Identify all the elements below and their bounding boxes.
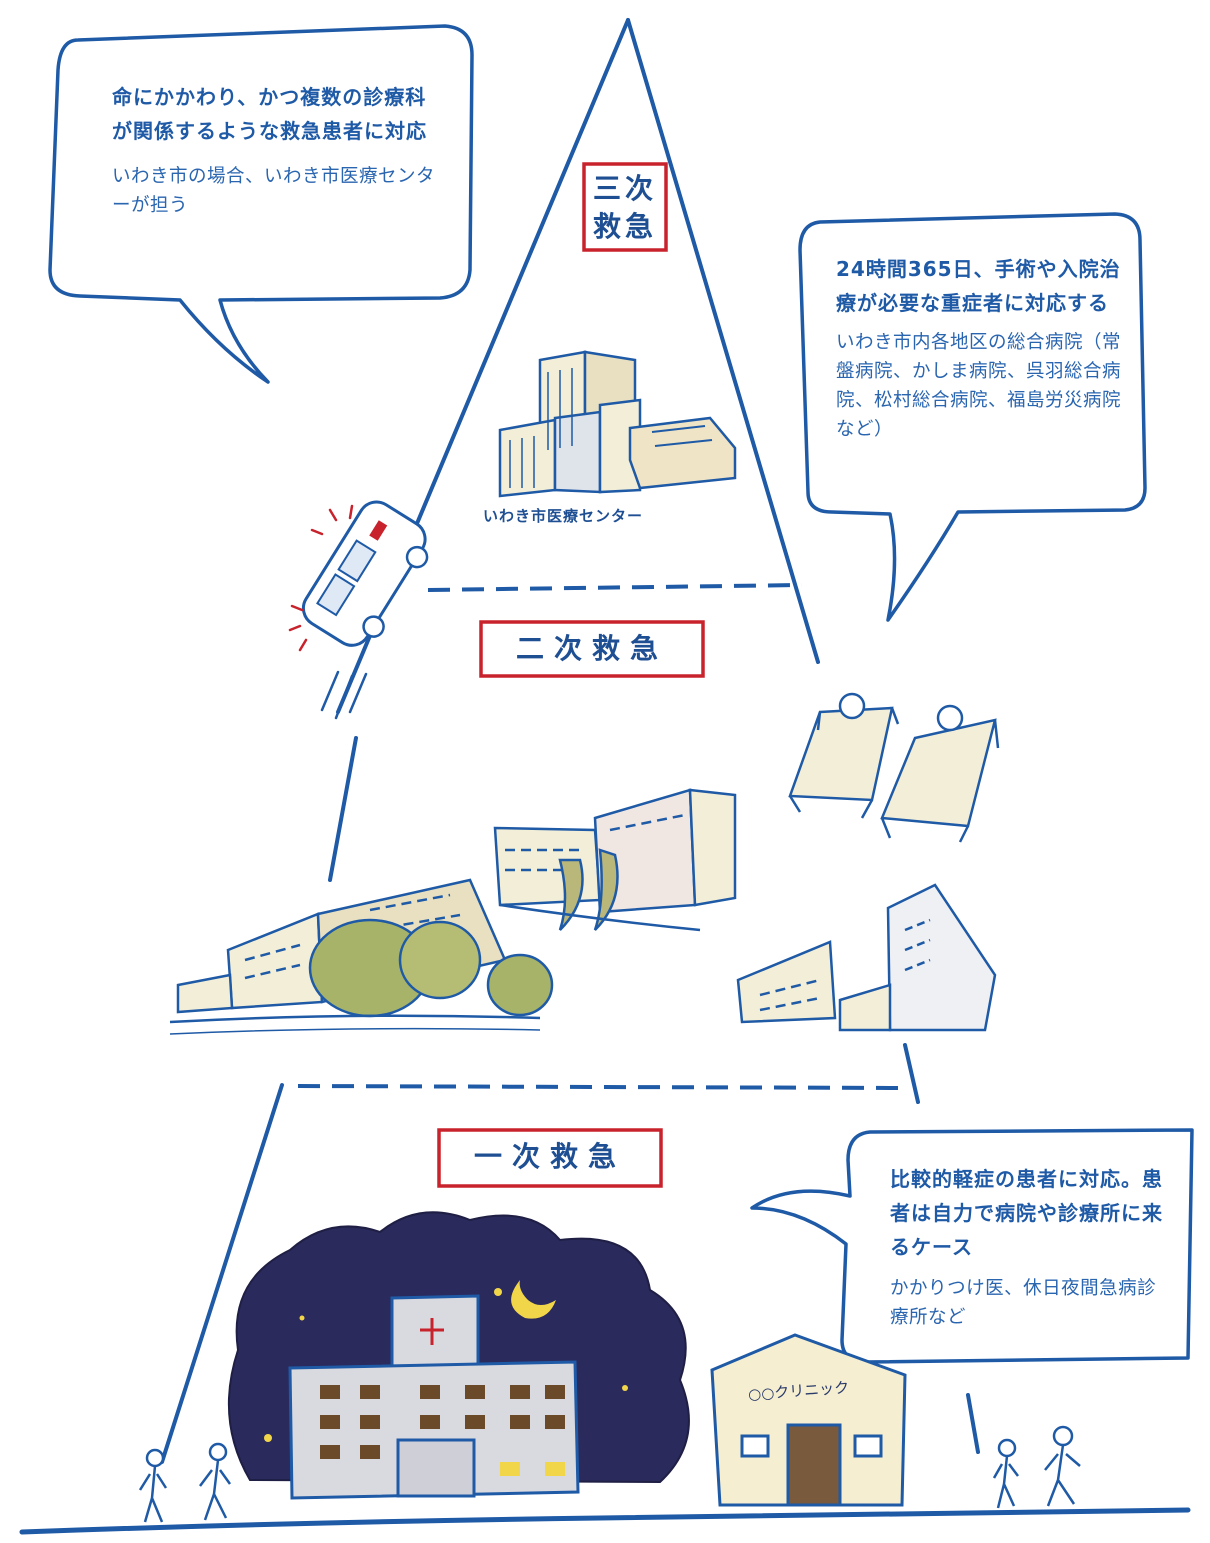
tertiary-bubble-sub: いわき市の場合、いわき市医療センターが担う (112, 166, 436, 216)
ground-line (19, 1507, 1191, 1535)
walking-people-left (138, 1442, 232, 1523)
general-hospitals-illustration (169, 788, 997, 1035)
medical-center-building-illustration (498, 350, 737, 498)
tertiary-label-frame (582, 162, 668, 252)
pyramid-left-edge-lower (328, 736, 358, 882)
tertiary-tier-label: 三次救急 (592, 172, 657, 243)
ambulance-speed-lines (320, 670, 368, 720)
pyramid-right-edge-lower (903, 1043, 920, 1104)
secondary-bubble-lead: 24時間365日、手術や入院治療が必要な重症者に対応する (836, 257, 1121, 315)
ambulance-illustration (301, 500, 429, 647)
primary-bubble-lead: 比較的軽症の患者に対応。患者は自力で病院や診療所に来るケース (890, 1167, 1163, 1259)
secondary-bubble-text: 24時間365日、手術や入院治療が必要な重症者に対応する いわき市内各地区の総合… (836, 252, 1126, 444)
medical-center-label: いわき市医療センター (483, 507, 644, 525)
walking-people-right (992, 1425, 1081, 1509)
secondary-label-frame (479, 620, 705, 678)
moon-icon (511, 1280, 556, 1319)
hospital-windows (320, 1385, 565, 1476)
secondary-bubble-sub: いわき市内各地区の総合病院（常盤病院、かしま病院、呉羽総合病院、松村総合病院、福… (836, 332, 1122, 440)
primary-bubble-sub: かかりつけ医、休日夜間急病診療所など (890, 1278, 1157, 1328)
tertiary-bubble-lead: 命にかかわり、かつ複数の診療科が関係するような救急患者に対応 (112, 85, 427, 143)
bubble-secondary-outline (798, 212, 1147, 622)
secondary-tier-label: 二次救急 (515, 632, 668, 665)
primary-bubble-text: 比較的軽症の患者に対応。患者は自力で病院や診療所に来るケース かかりつけ医、休日… (890, 1162, 1175, 1332)
primary-tier-label: 一次救急 (473, 1140, 626, 1173)
stars (264, 1288, 628, 1442)
clinic-illustration (710, 1333, 907, 1507)
primary-label-frame (437, 1128, 663, 1188)
tier-divider-lower (297, 1084, 909, 1090)
hospital-beds-illustration (788, 692, 1000, 843)
pyramid-right-base-edge (966, 1393, 980, 1454)
bubble-tertiary-outline (48, 24, 474, 384)
pyramid-left-base-edge (160, 1083, 284, 1464)
tier-divider-upper (427, 583, 803, 592)
siren-marks (288, 504, 354, 652)
pyramid-right-edge (626, 18, 820, 664)
tertiary-bubble-text: 命にかかわり、かつ複数の診療科が関係するような救急患者に対応 いわき市の場合、い… (112, 80, 442, 220)
